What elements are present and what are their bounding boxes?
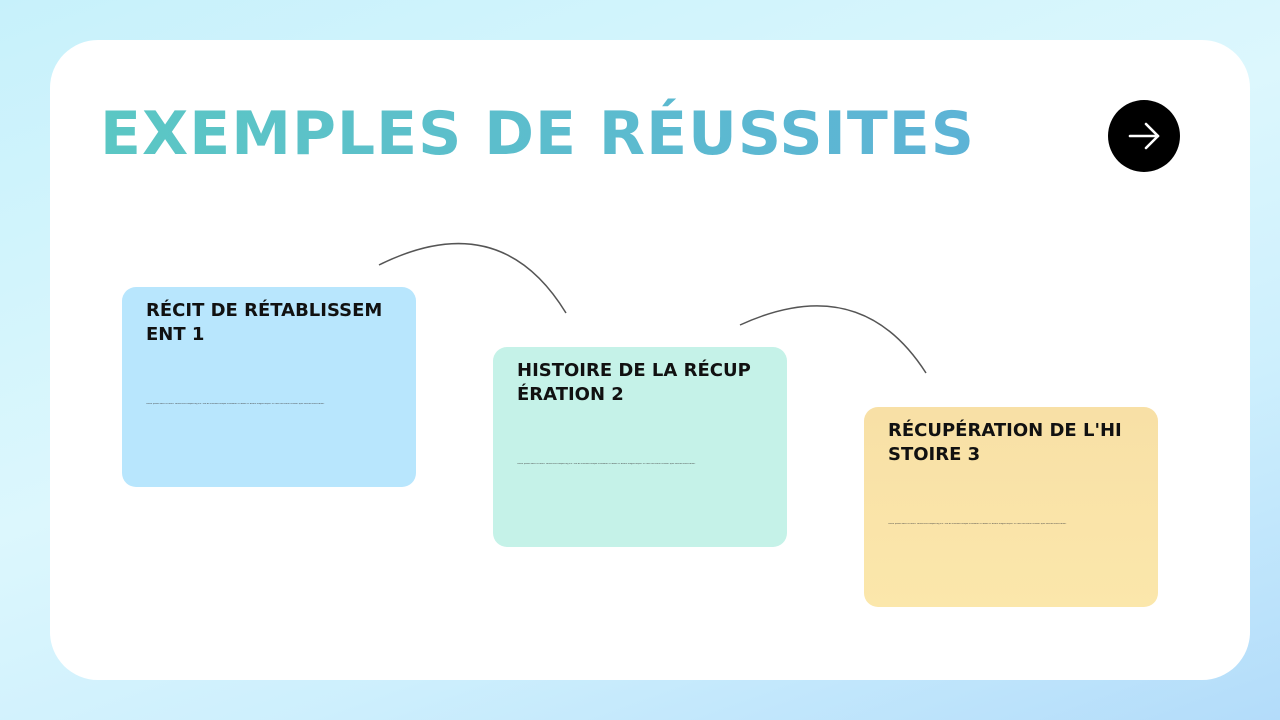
story-card-2: HISTOIRE DE LA RÉCUPÉRATION 2 Lorem ipsu… xyxy=(493,347,787,547)
page-title: EXEMPLES DE RÉUSSITES xyxy=(100,99,976,169)
next-button[interactable] xyxy=(1108,100,1180,172)
card-body-text: Lorem ipsum dolor sit amet, consectetur … xyxy=(146,403,325,405)
story-card-1: RÉCIT DE RÉTABLISSEMENT 1 Lorem ipsum do… xyxy=(122,287,416,487)
arrow-right-icon xyxy=(1128,122,1160,150)
card-title: RÉCIT DE RÉTABLISSEMENT 1 xyxy=(146,300,383,345)
card-body-text: Lorem ipsum dolor sit amet, consectetur … xyxy=(517,463,696,465)
card-body-text: Lorem ipsum dolor sit amet, consectetur … xyxy=(888,523,1067,525)
card-title: RÉCUPÉRATION DE L'HISTOIRE 3 xyxy=(888,420,1122,465)
story-card-3: RÉCUPÉRATION DE L'HISTOIRE 3 Lorem ipsum… xyxy=(864,407,1158,607)
card-title: HISTOIRE DE LA RÉCUPÉRATION 2 xyxy=(517,360,751,405)
